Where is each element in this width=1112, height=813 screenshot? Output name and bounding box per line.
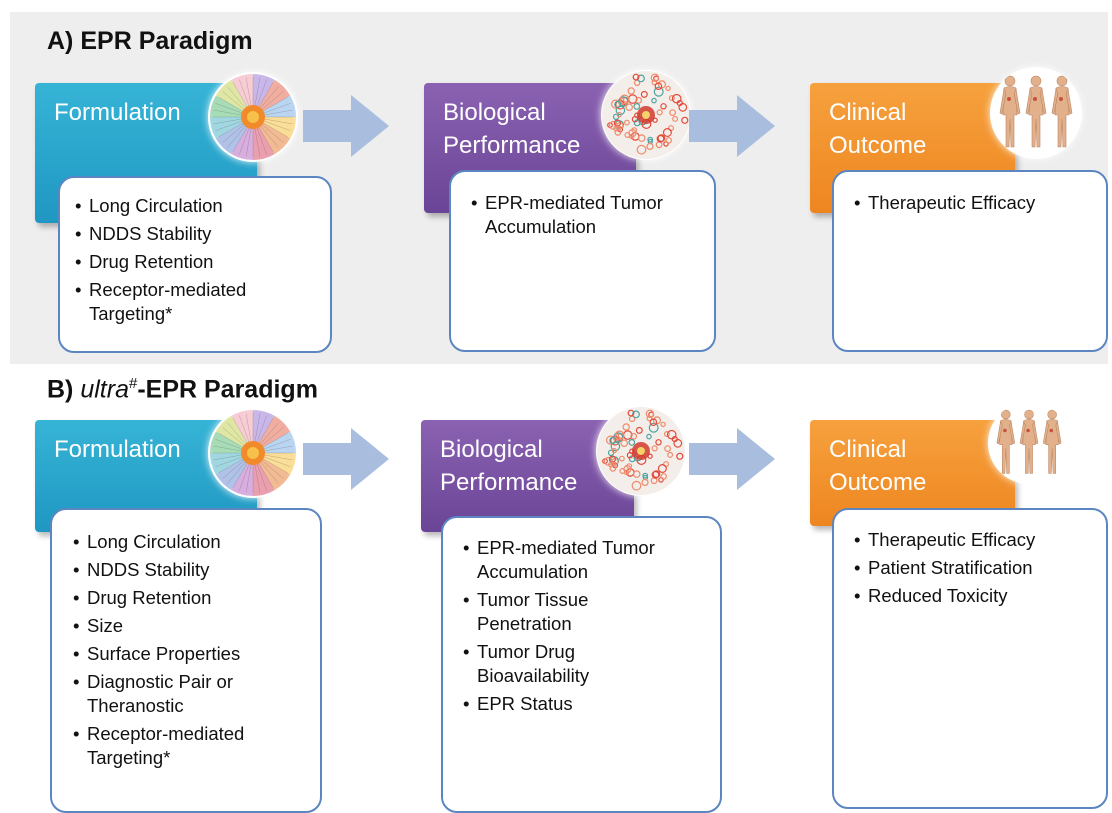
list-item: Drug Retention [72,250,320,274]
clinical-header-line1: Clinical [829,436,907,463]
list-item: Receptor-mediated Targeting* [70,722,272,770]
panel-b-title: B) ultra#-EPR Paradigm [47,375,318,404]
list-item: NDDS Stability [70,558,310,582]
list-item: Long Circulation [72,194,320,218]
list-item: Surface Properties [70,642,310,666]
panel-b-title-sup: # [128,375,138,392]
panel-b-biological-box: EPR-mediated Tumor Accumulation Tumor Ti… [441,516,722,813]
panel-a-clinical-box: Therapeutic Efficacy [832,170,1108,352]
nanoparticle-icon [208,72,298,162]
panel-a-title-text: EPR Paradigm [80,27,253,55]
formulation-header-text: Formulation [54,99,181,126]
list-item: Tumor Tissue Penetration [460,588,627,636]
panel-a-formulation-box: Long Circulation NDDS Stability Drug Ret… [58,176,332,353]
list-item: Patient Stratification [851,556,1096,580]
panel-a-biological-list: EPR-mediated Tumor Accumulation [468,191,704,239]
panel-a-biological-box: EPR-mediated Tumor Accumulation [449,170,716,352]
panel-a-label: A) [47,27,74,55]
clinical-header-line2: Outcome [829,469,927,496]
panel-b-formulation-box: Long Circulation NDDS Stability Drug Ret… [50,508,322,813]
list-item: EPR-mediated Tumor Accumulation [468,191,700,239]
list-item: NDDS Stability [72,222,320,246]
panel-a-arrow-2 [689,95,775,157]
list-item: Therapeutic Efficacy [851,191,1096,215]
panel-b-clinical-list: Therapeutic Efficacy Patient Stratificat… [851,528,1096,608]
biological-header-line2: Performance [440,469,578,496]
panel-b-biological-list: EPR-mediated Tumor Accumulation Tumor Ti… [460,536,710,716]
tumor-tissue-icon [601,70,691,160]
biological-header-line1: Biological [440,436,543,463]
panel-b-arrow-2 [689,428,775,490]
list-item: Reduced Toxicity [851,584,1096,608]
human-body-icon [990,67,1082,159]
list-item: Diagnostic Pair or Theranostic [70,670,272,718]
list-item: Therapeutic Efficacy [851,528,1096,552]
panel-a-clinical-list: Therapeutic Efficacy [851,191,1096,215]
panel-a-title: A) EPR Paradigm [47,27,253,56]
panel-a-arrow-1 [303,95,389,157]
biological-header-line2: Performance [443,132,581,159]
list-item: Drug Retention [70,586,310,610]
list-item: Size [70,614,310,638]
clinical-header-line2: Outcome [829,132,927,159]
list-item: Tumor Drug Bioavailability [460,640,627,688]
nanoparticle-icon [208,408,298,498]
biological-header-line1: Biological [443,99,546,126]
clinical-header-line1: Clinical [829,99,907,126]
formulation-header-text: Formulation [54,436,181,463]
panel-b-title-rest: -EPR Paradigm [137,375,318,404]
panel-b-title-italic: ultra [80,375,129,404]
panel-b-clinical-box: Therapeutic Efficacy Patient Stratificat… [832,508,1108,809]
panel-b-label: B) [47,375,74,404]
panel-b-biological-header: Biological Performance [421,420,634,532]
list-item: Long Circulation [70,530,310,554]
list-item: EPR-mediated Tumor Accumulation [460,536,702,584]
list-item: Receptor-mediated Targeting* [72,278,264,326]
list-item: EPR Status [460,692,710,716]
panel-b-arrow-1 [303,428,389,490]
human-body-icon [988,402,1070,484]
panel-a-formulation-list: Long Circulation NDDS Stability Drug Ret… [72,194,320,326]
panel-b-formulation-list: Long Circulation NDDS Stability Drug Ret… [70,530,310,770]
tumor-tissue-icon [596,406,686,496]
